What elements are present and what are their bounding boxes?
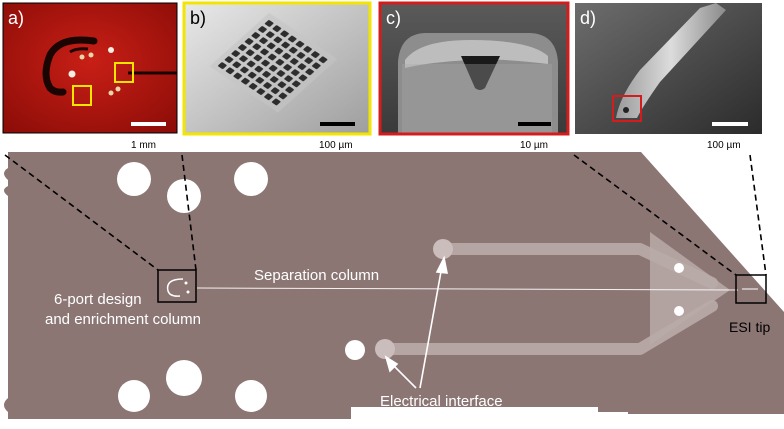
panel-label: d) bbox=[580, 8, 596, 28]
electrode-trace-lower bbox=[379, 300, 718, 355]
scale-label: 10 µm bbox=[520, 140, 548, 151]
mounting-hole bbox=[345, 340, 365, 360]
panel-label: a) bbox=[8, 8, 24, 28]
enrichment-column-label: and enrichment column bbox=[45, 311, 201, 328]
panel-label: c) bbox=[386, 8, 401, 28]
scale-bar bbox=[712, 122, 748, 126]
scale-bar bbox=[518, 122, 551, 126]
mounting-hole bbox=[166, 360, 202, 396]
mounting-hole bbox=[167, 179, 201, 213]
panel-d: d) 100 µm bbox=[575, 3, 762, 151]
mounting-hole bbox=[118, 380, 150, 412]
mounting-hole bbox=[235, 380, 267, 412]
panel-a: a) 1 mm bbox=[2, 2, 178, 151]
scale-label: 100 µm bbox=[707, 140, 741, 151]
scale-bar bbox=[131, 122, 166, 126]
separation-column-label: Separation column bbox=[254, 267, 379, 284]
esi-tip-box bbox=[735, 274, 767, 304]
small-hole bbox=[674, 306, 684, 316]
panel-c: c) 10 µm bbox=[378, 1, 570, 151]
mounting-hole bbox=[117, 162, 151, 196]
microfluidic-chip bbox=[4, 152, 784, 419]
panel-b: b) 100 µm bbox=[182, 1, 372, 151]
electrical-interface-label: Electrical interface bbox=[380, 393, 503, 410]
panel-a-image bbox=[2, 2, 178, 134]
panel-label: b) bbox=[190, 8, 206, 28]
separation-column-line bbox=[196, 287, 739, 291]
port-design-label: 6-port design bbox=[54, 291, 142, 308]
panel-c-frame bbox=[378, 1, 570, 136]
scale-bar bbox=[320, 122, 355, 126]
panel-b-frame bbox=[182, 1, 372, 136]
zoom-lines bbox=[4, 154, 767, 276]
esi-tip-label: ESI tip bbox=[729, 319, 770, 335]
small-hole bbox=[674, 263, 684, 273]
electrical-interface-arrows bbox=[384, 255, 448, 389]
scale-label: 100 µm bbox=[319, 140, 353, 151]
electrode-pad bbox=[433, 239, 453, 259]
mounting-hole bbox=[234, 162, 268, 196]
tip-region bbox=[650, 232, 730, 345]
scale-label: 1 mm bbox=[131, 140, 156, 151]
enrichment-box bbox=[157, 269, 197, 303]
electrode-pad bbox=[375, 339, 395, 359]
enrichment-curve bbox=[166, 278, 184, 297]
